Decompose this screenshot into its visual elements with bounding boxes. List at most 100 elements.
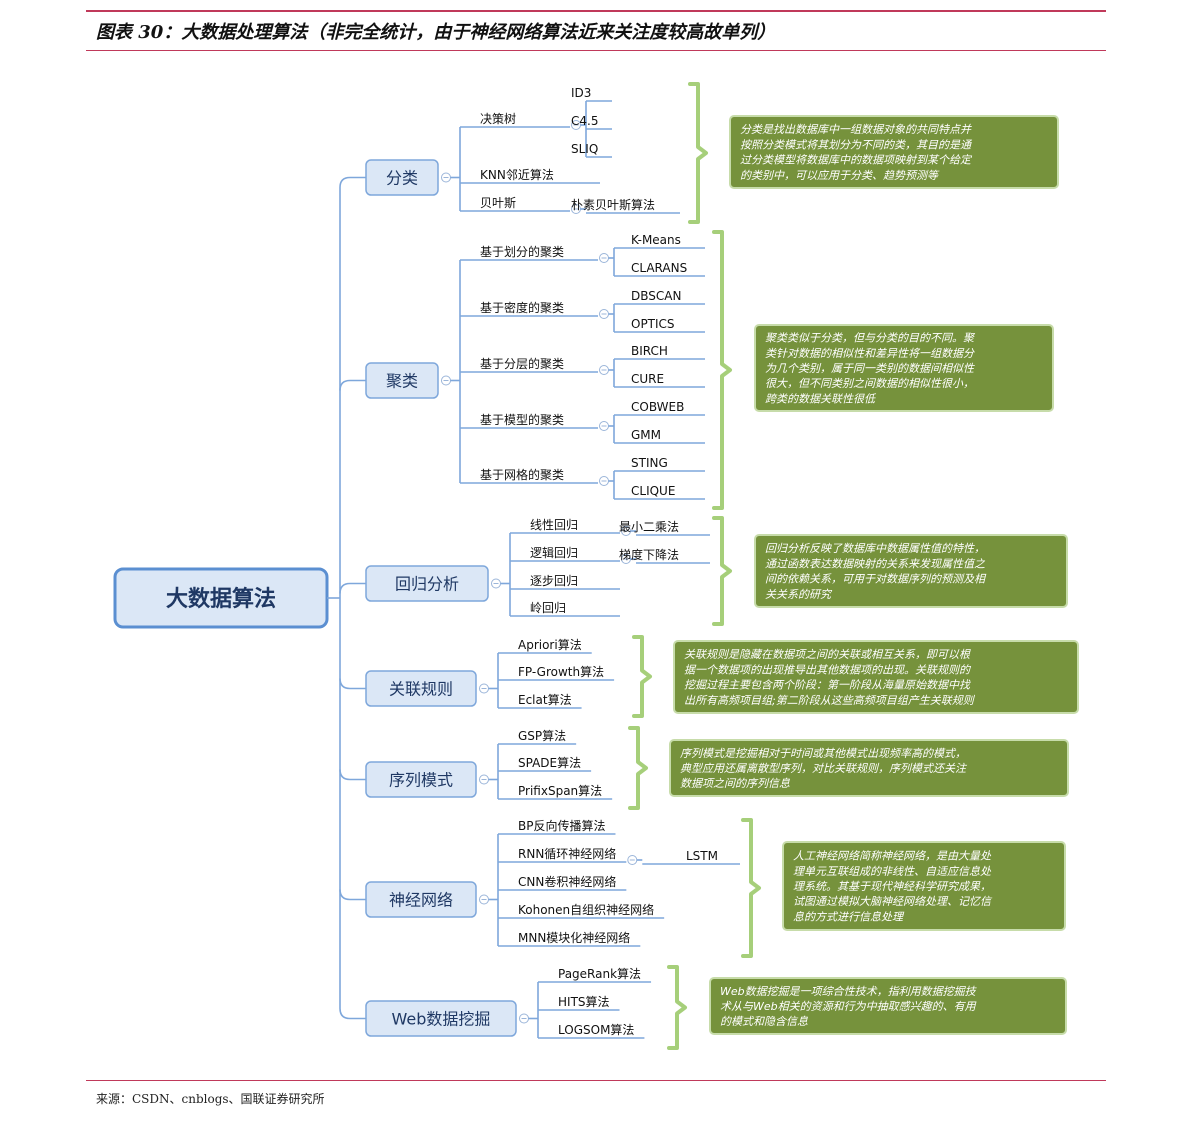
branch-1 [339, 379, 366, 391]
brace-2 [712, 516, 732, 626]
source-note: 来源：CSDN、cnblogs、国联证券研究所 [96, 1092, 325, 1106]
note-line: 理系统。其基于现代神经科学研究成果， [793, 880, 991, 893]
leaf-node-label: STING [631, 456, 668, 470]
child-node-label: BP反向传播算法 [518, 818, 605, 833]
leaf-node-label: CURE [631, 372, 664, 386]
child-node-label: Kohonen自组织神经网络 [518, 902, 654, 917]
note-line: 回归分析反映了数据库中数据属性值的特性， [765, 542, 985, 555]
note-line: 人工神经网络简称神经网络，是由大量处 [793, 850, 992, 863]
note-line: 按照分类模式将其划分为不同的类，其目的是通 [740, 138, 973, 151]
note-line: 聚类类似于分类，但与分类的目的不同。聚 [765, 332, 976, 345]
note-line: 挖掘过程主要包含两个阶段：第一阶段从海量原始数据中找 [684, 679, 971, 692]
leaf-node-label: 朴素贝叶斯算法 [571, 197, 655, 212]
note-line: 的类别中，可以应用于分类、趋势预测等 [740, 169, 940, 182]
note-line: 典型应用还属离散型序列，对比关联规则，序列模式还关注 [680, 762, 968, 775]
child-node-label: 决策树 [480, 111, 516, 126]
child-node-label: Eclat算法 [518, 692, 572, 707]
child-node-label: SPADE算法 [518, 755, 581, 770]
child-node-label: 逐步回归 [530, 574, 578, 588]
note-line: 出所有高频项目组;第二阶段从这些高频项目组产生关联规则 [684, 694, 976, 707]
note-line: 关联规则是隐藏在数据项之间的关联或相互关系，即可以根 [684, 648, 971, 661]
note-line: 术从与Web相关的资源和行为中抽取感兴趣的、有用 [720, 1000, 977, 1013]
top-rule [86, 10, 1106, 12]
category-label: 聚类 [386, 372, 418, 391]
leaf-node-label: DBSCAN [631, 289, 681, 303]
branch-6 [339, 1008, 366, 1020]
note-line: 的模式和隐含信息 [720, 1015, 808, 1028]
category-node [365, 159, 439, 196]
note-line: 理单元互联组成的非线性、自适应信息处 [793, 865, 992, 878]
child-node-label: RNN循环神经网络 [518, 846, 616, 861]
category-node [365, 881, 477, 918]
description-note [754, 534, 1068, 608]
category-label: 分类 [386, 169, 418, 188]
note-line: 分类是找出数据库中一组数据对象的共同特点并 [740, 123, 972, 136]
child-node-label: 基于密度的聚类 [480, 300, 564, 315]
child-node-label: 基于分层的聚类 [480, 356, 564, 371]
brace-6 [667, 965, 687, 1050]
leaf-node-label: K-Means [631, 233, 681, 247]
child-node-label: 基于网格的聚类 [480, 467, 564, 482]
note-line: 类针对数据的相似性和差异性将一组数据分 [765, 347, 975, 360]
brace-0 [688, 82, 708, 224]
branch-3 [339, 678, 366, 690]
branch-4 [339, 769, 366, 781]
child-node-label: 贝叶斯 [480, 196, 516, 210]
leaf-node-label: ID3 [571, 86, 591, 100]
branch-5 [339, 889, 366, 901]
child-node-label: KNN邻近算法 [480, 167, 554, 182]
child-node-label: 岭回归 [530, 601, 566, 615]
child-node-label: 线性回归 [530, 518, 578, 532]
description-note [673, 640, 1079, 714]
child-node-label: PageRank算法 [558, 966, 641, 981]
leaf-node-label: GMM [631, 428, 661, 442]
category-label: 神经网络 [389, 891, 453, 910]
child-node-label: FP-Growth算法 [518, 664, 604, 679]
category-node [365, 670, 477, 707]
description-note [729, 115, 1059, 189]
note-line: 跨类的数据关联性很低 [765, 392, 877, 405]
note-line: 息的方式进行信息处理 [793, 910, 905, 923]
leaf-node-label: BIRCH [631, 344, 668, 358]
category-node [365, 362, 439, 399]
brace-4 [628, 726, 648, 810]
leaf-node-label: LSTM [686, 849, 718, 863]
category-label: 序列模式 [389, 771, 453, 790]
category-node [365, 1000, 517, 1037]
leaf-node-label: CLARANS [631, 261, 687, 275]
leaf-node-label: C4.5 [571, 114, 598, 128]
child-node-label: 基于模型的聚类 [480, 412, 564, 427]
note-line: 关关系的研究 [765, 588, 833, 601]
leaf-node-label: 最小二乘法 [619, 520, 679, 534]
note-line: 数据项之间的序列信息 [680, 777, 790, 790]
child-node-label: PrifixSpan算法 [518, 783, 602, 798]
category-node [365, 761, 477, 798]
brace-5 [741, 818, 761, 958]
child-node-label: CNN卷积神经网络 [518, 874, 616, 889]
branch-2 [339, 582, 366, 594]
brace-3 [632, 635, 652, 718]
bottom-rule [86, 1080, 1106, 1081]
note-line: 很大，但不同类别之间数据的相似性很小， [765, 377, 974, 390]
figure-title: 图表 30：大数据处理算法（非完全统计，由于神经网络算法近来关注度较高故单列） [96, 22, 776, 43]
branch-0 [339, 176, 366, 188]
child-node-label: MNN模块化神经网络 [518, 930, 630, 945]
description-note [669, 739, 1069, 797]
note-line: 序列模式是挖掘相对于时间或其他模式出现频率高的模式， [680, 747, 966, 760]
root-label: 大数据算法 [166, 586, 276, 612]
child-node-label: HITS算法 [558, 994, 610, 1009]
leaf-node-label: COBWEB [631, 400, 684, 414]
title-underline [86, 50, 1106, 51]
description-note [782, 841, 1066, 931]
child-node-label: LOGSOM算法 [558, 1022, 634, 1037]
leaf-node-label: OPTICS [631, 317, 675, 331]
note-line: 据一个数据项的出现推导出其他数据项的出现。关联规则的 [684, 663, 972, 676]
category-node [365, 565, 489, 602]
note-line: Web数据挖掘是一项综合性技术，指利用数据挖掘技 [720, 985, 978, 998]
note-line: 过分类模型将数据库中的数据项映射到某个给定 [740, 154, 973, 167]
note-line: 试图通过模拟大脑神经网络处理、记忆信 [793, 895, 993, 908]
child-node-label: 逻辑回归 [530, 546, 578, 560]
description-note [709, 977, 1067, 1035]
leaf-node-label: CLIQUE [631, 484, 675, 498]
